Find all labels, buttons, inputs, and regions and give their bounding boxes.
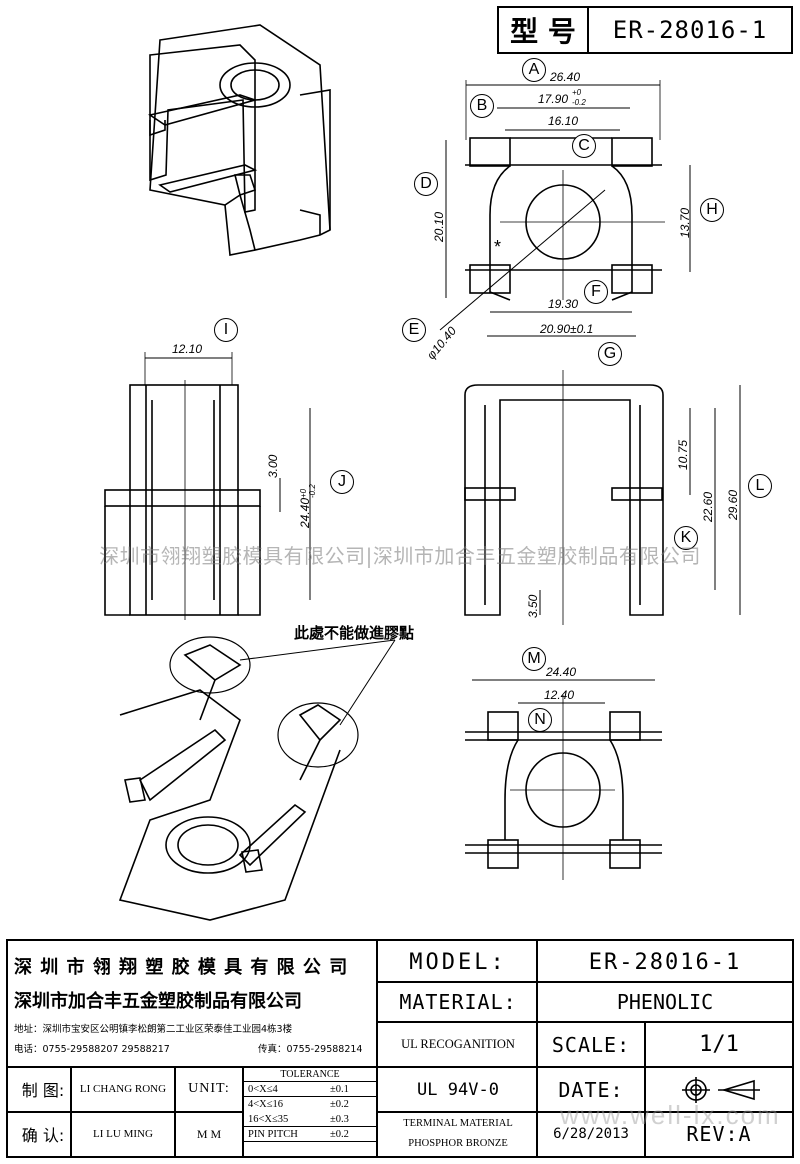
dim-F: 19.30	[548, 297, 579, 311]
isometric-view-bottom	[118, 636, 396, 921]
callout-B: B	[470, 94, 494, 118]
company-address: 地址：深圳市宝安区公明镇李松朗第二工业区荣泰佳工业园4栋3楼	[14, 1024, 293, 1035]
top-view	[439, 80, 691, 337]
technical-drawing	[104, 24, 741, 921]
callout-M: M	[522, 647, 546, 671]
tol-range-1: 0<X≤4	[248, 1083, 278, 1095]
material-label: MATERIAL:	[399, 990, 517, 1014]
checked-label: 确 认:	[21, 1126, 65, 1145]
tol-range-3: 16<X≤35	[248, 1113, 289, 1125]
callout-F: F	[584, 280, 608, 304]
terminal-line-1: TERMINAL MATERIAL	[403, 1117, 513, 1129]
callout-N: N	[528, 708, 552, 732]
drawn-by: LI CHANG RONG	[79, 1083, 167, 1095]
dim-J-small: 3.00	[266, 454, 280, 478]
checked-by: LI LU MING	[93, 1128, 153, 1140]
ul-value: UL 94V-0	[417, 1079, 499, 1100]
unit-label: UNIT:	[188, 1081, 230, 1096]
tolerance-header: TOLERANCE	[280, 1068, 340, 1080]
dim-A: 26.40	[550, 70, 581, 84]
isometric-view-top	[147, 24, 331, 256]
tol-value-2: ±0.2	[330, 1098, 349, 1110]
ul-label: UL RECOGANITION	[401, 1037, 515, 1051]
company-name-2: 深圳市加合丰五金塑胶制品有限公司	[14, 991, 302, 1012]
dim-B-tol-upper: +0	[572, 88, 582, 97]
tol-range-4: PIN PITCH	[248, 1128, 298, 1140]
dim-C: 16.10	[548, 114, 579, 128]
callout-A: A	[522, 58, 546, 82]
scale-value: 1/1	[699, 1032, 739, 1057]
model-value: ER-28016-1	[588, 949, 742, 975]
dim-J: 24.40	[298, 497, 312, 528]
dim-M: 24.40	[546, 665, 577, 679]
date-value: 6/28/2013	[553, 1126, 629, 1142]
dim-N: 12.40	[544, 688, 575, 702]
callout-K: K	[674, 526, 698, 550]
site-watermark: www.well-lx.com	[560, 1100, 781, 1130]
callout-H: H	[700, 198, 724, 222]
callout-D: D	[414, 172, 438, 196]
dim-B-tol-lower: -0.2	[572, 98, 586, 107]
gate-note: 此處不能做進膠點	[294, 624, 415, 642]
company-phone: 电话：0755-29588207 29588217	[14, 1044, 170, 1055]
dim-L: 29.60	[726, 489, 740, 520]
company-watermark: 深圳市翎翔塑胶模具有限公司|深圳市加合丰五金塑胶制品有限公司	[99, 544, 701, 568]
dim-I: 12.10	[172, 342, 203, 356]
terminal-line-2: PHOSPHOR BRONZE	[408, 1137, 508, 1149]
title-block: 深 圳 市 翎 翔 塑 胶 模 具 有 限 公 司 深圳市加合丰五金塑胶制品有限…	[6, 939, 794, 1158]
model-label: MODEL:	[409, 949, 507, 975]
header-model-value: ER-28016-1	[612, 16, 768, 44]
material-value: PHENOLIC	[616, 990, 714, 1014]
dim-J-tol-lower: -0.2	[308, 484, 317, 498]
tol-value-3: ±0.3	[330, 1113, 349, 1125]
dim-J-tol-upper: +0	[299, 488, 308, 498]
dim-K3: 3.50	[526, 594, 540, 618]
projection-symbol-icon	[646, 1068, 792, 1111]
date-label: DATE:	[558, 1077, 624, 1102]
callout-E: E	[402, 318, 426, 342]
dim-H: 13.70	[678, 207, 692, 238]
callout-C: C	[572, 134, 596, 158]
drawn-label: 制 图:	[21, 1081, 65, 1100]
callout-J: J	[330, 470, 354, 494]
company-name-1: 深 圳 市 翎 翔 塑 胶 模 具 有 限 公 司	[14, 957, 349, 978]
scale-label: SCALE:	[551, 1032, 631, 1057]
side-view	[104, 352, 311, 620]
callout-L: L	[748, 474, 772, 498]
dim-D: 20.10	[432, 211, 446, 242]
header-model-label: 型 号	[499, 8, 589, 52]
bottom-view	[465, 679, 662, 880]
dim-G: 20.90±0.1	[540, 322, 594, 336]
dim-B: 17.90	[538, 92, 569, 106]
dim-K1: 10.75	[676, 439, 690, 470]
company-fax: 传真：0755-29588214	[258, 1044, 363, 1055]
header-model-box: 型 号 ER-28016-1	[497, 6, 793, 54]
unit-value: M M	[196, 1126, 222, 1141]
callout-G: G	[598, 342, 622, 366]
tol-range-2: 4<X≤16	[248, 1098, 284, 1110]
rev-label: REV:A	[686, 1122, 752, 1146]
tol-value-4: ±0.2	[330, 1128, 349, 1140]
tol-value-1: ±0.1	[330, 1083, 349, 1095]
front-view	[464, 370, 741, 625]
dim-K2: 22.60	[701, 491, 715, 522]
asterisk-mark: *	[494, 237, 502, 257]
callout-I: I	[214, 318, 238, 342]
